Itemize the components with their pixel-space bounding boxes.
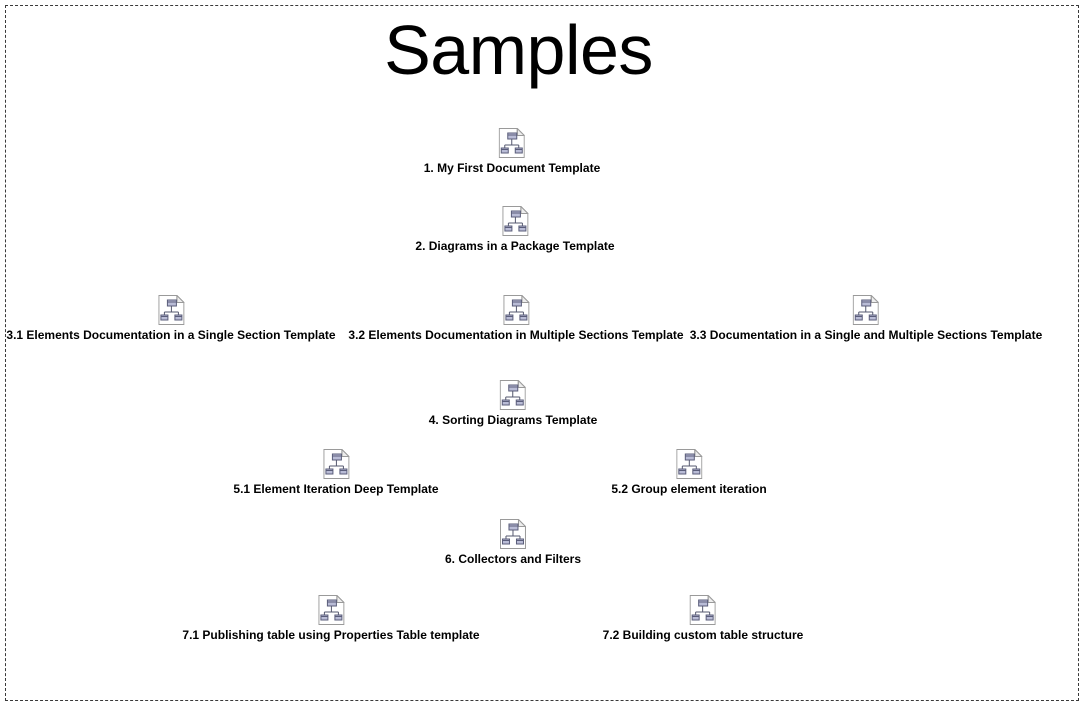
document-template-icon [853, 294, 880, 325]
document-node[interactable]: 3.3 Documentation in a Single and Multip… [689, 294, 1043, 343]
document-node[interactable]: 6. Collectors and Filters [444, 518, 582, 567]
document-template-icon [322, 448, 350, 479]
document-node-label: 7.1 Publishing table using Properties Ta… [182, 628, 480, 642]
document-node-label: 7.2 Building custom table structure [602, 628, 804, 642]
document-node[interactable]: 7.1 Publishing table using Properties Ta… [182, 594, 480, 643]
document-node[interactable]: 5.1 Element Iteration Deep Template [233, 448, 439, 497]
document-node-label: 1. My First Document Template [423, 161, 601, 175]
document-node[interactable]: 1. My First Document Template [423, 127, 601, 176]
document-node[interactable]: 3.1 Elements Documentation in a Single S… [6, 294, 336, 343]
document-node-label: 3.2 Elements Documentation in Multiple S… [348, 328, 684, 342]
document-node-label: 3.1 Elements Documentation in a Single S… [6, 328, 336, 342]
document-template-icon [498, 127, 526, 158]
document-template-icon [500, 379, 527, 410]
document-template-icon [689, 594, 717, 625]
document-template-icon [676, 448, 703, 479]
document-node-label: 6. Collectors and Filters [444, 552, 582, 566]
document-node[interactable]: 4. Sorting Diagrams Template [428, 379, 598, 428]
document-node-label: 5.2 Group element iteration [611, 482, 767, 496]
document-node-label: 3.3 Documentation in a Single and Multip… [689, 328, 1043, 342]
document-node[interactable]: 7.2 Building custom table structure [602, 594, 804, 643]
document-node-label: 5.1 Element Iteration Deep Template [233, 482, 439, 496]
document-node[interactable]: 5.2 Group element iteration [611, 448, 767, 497]
document-template-icon [503, 294, 530, 325]
document-node[interactable]: 3.2 Elements Documentation in Multiple S… [348, 294, 684, 343]
document-template-icon [158, 294, 185, 325]
document-template-icon [499, 518, 527, 549]
page-border-frame [5, 5, 1079, 701]
document-node-label: 2. Diagrams in a Package Template [415, 239, 615, 253]
document-node-label: 4. Sorting Diagrams Template [428, 413, 598, 427]
page-title: Samples [384, 11, 653, 89]
document-node[interactable]: 2. Diagrams in a Package Template [415, 205, 615, 254]
document-template-icon [501, 205, 529, 236]
document-template-icon [318, 594, 345, 625]
